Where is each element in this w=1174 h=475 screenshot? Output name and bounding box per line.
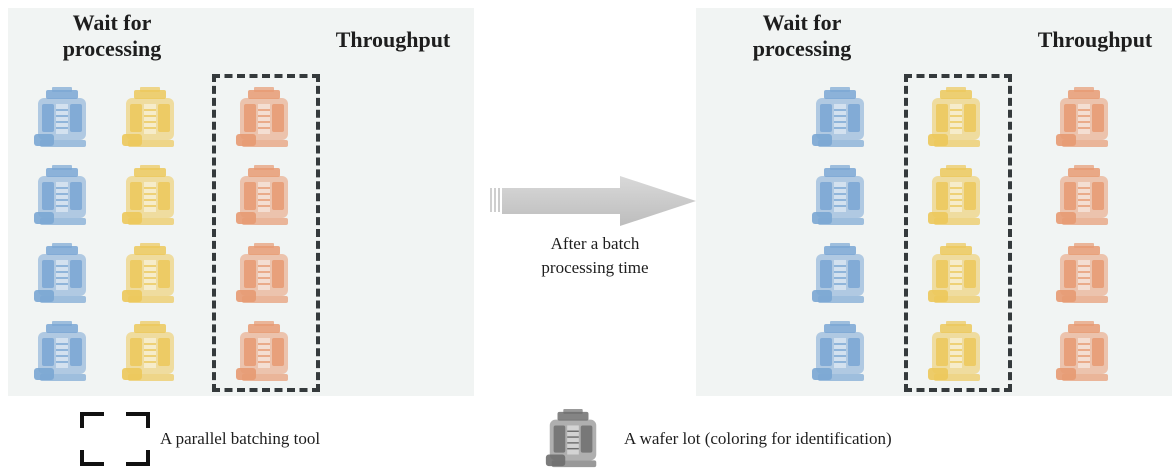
right-wait-label: Wait for processing xyxy=(752,10,852,61)
wafer-lot-icon xyxy=(1052,320,1116,384)
wafer-lot-icon xyxy=(808,86,872,150)
left-throughput-label: Throughput xyxy=(335,27,451,52)
parallel-batching-tool-left xyxy=(212,74,320,392)
wafer-lot-icon xyxy=(1052,242,1116,306)
right-throughput-label: Throughput xyxy=(1037,27,1153,52)
wafer-lot-icon xyxy=(118,164,182,228)
wafer-lot-icon xyxy=(808,242,872,306)
wafer-lot-icon xyxy=(540,408,606,470)
wafer-lot-icon xyxy=(30,320,94,384)
wafer-lot-icon xyxy=(118,320,182,384)
wafer-lot-icon xyxy=(118,242,182,306)
wafer-lot-icon xyxy=(30,242,94,306)
wafer-lot-icon xyxy=(118,86,182,150)
wafer-lot-icon xyxy=(808,320,872,384)
wafer-lot-icon xyxy=(30,86,94,150)
left-wait-label: Wait for processing xyxy=(62,10,162,61)
wafer-lot-icon xyxy=(30,164,94,228)
legend-lot-label: A wafer lot (coloring for identification… xyxy=(624,429,892,448)
wafer-lot-icon xyxy=(1052,164,1116,228)
dashed-bracket-icon xyxy=(78,410,152,468)
right-arrow-icon xyxy=(488,176,700,226)
legend-tool-label: A parallel batching tool xyxy=(160,429,321,448)
arrow-label: After a batch processing time xyxy=(541,234,649,277)
wafer-lot-icon xyxy=(1052,86,1116,150)
parallel-batching-tool-right xyxy=(904,74,1012,392)
wafer-lot-icon xyxy=(808,164,872,228)
